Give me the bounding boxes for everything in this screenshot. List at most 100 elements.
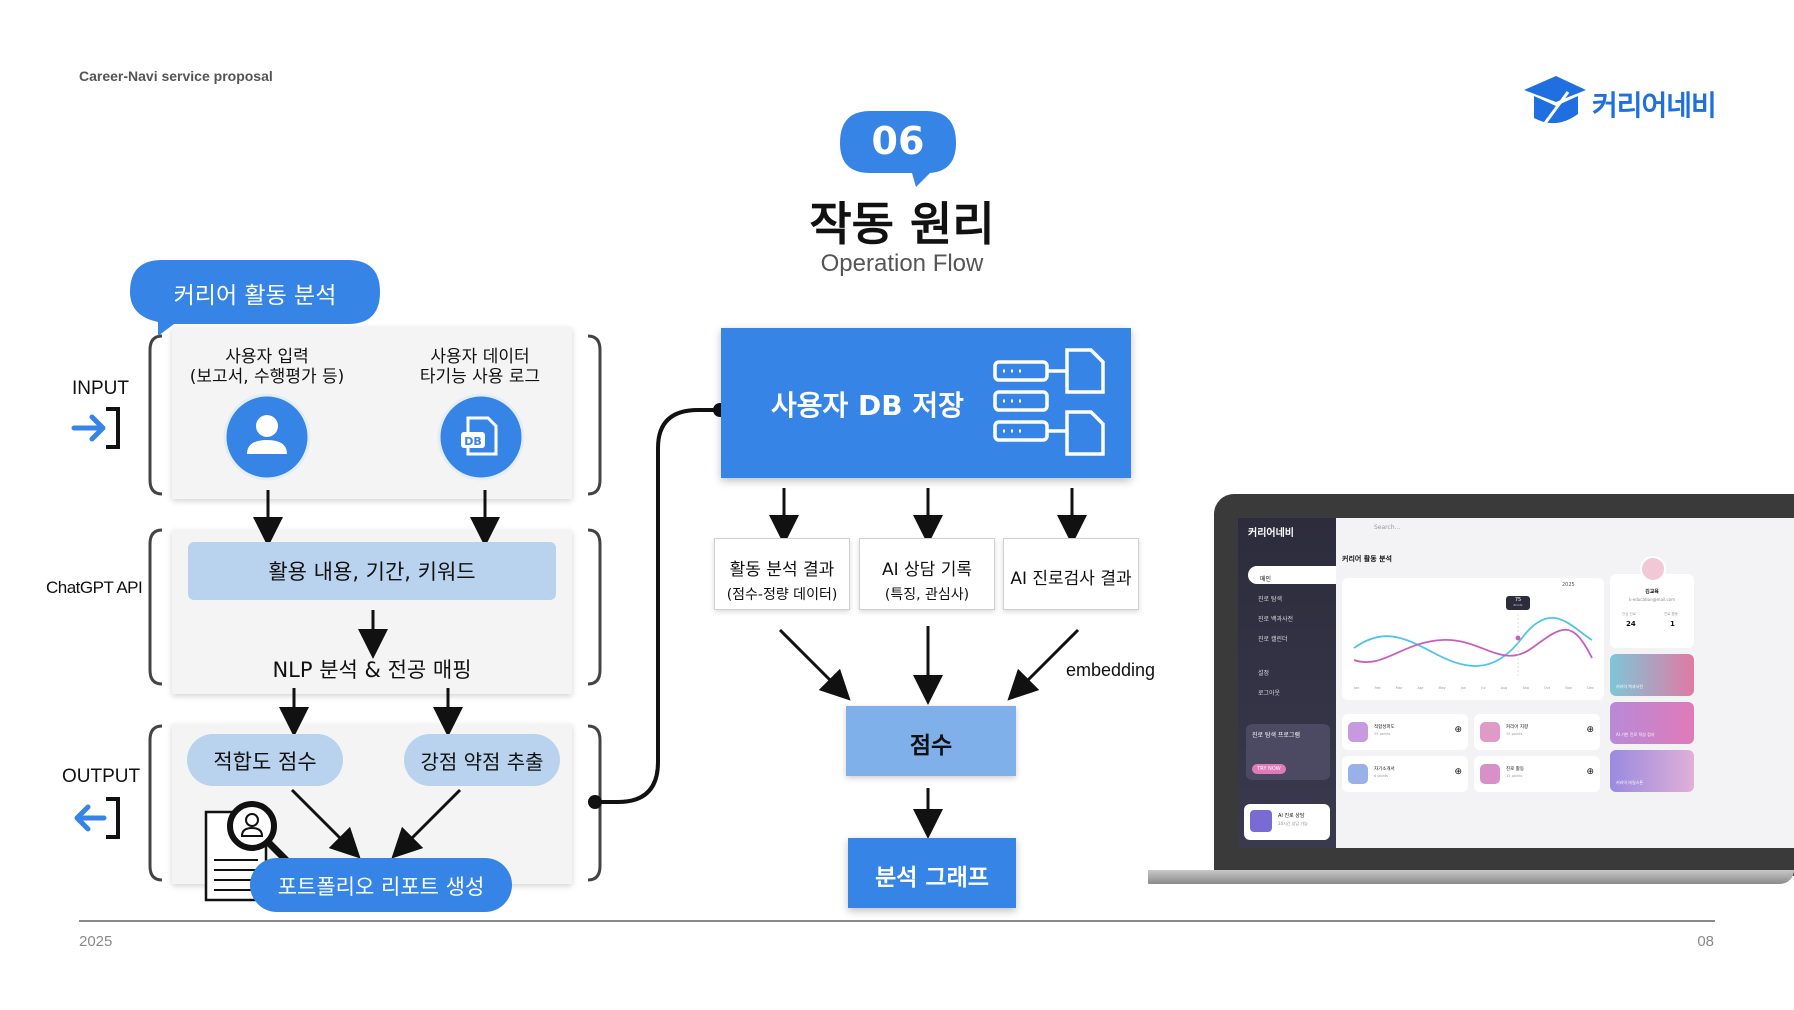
graph-box: 분석 그래프 <box>848 838 1016 908</box>
feature-card-2-label: AI 기반 진로 적성 검사 <box>1616 732 1655 737</box>
user-data-line2: 타기능 사용 로그 <box>419 366 541 387</box>
card-2-title: 커리어 지향 <box>1506 725 1529 730</box>
score-card-2[interactable]: 커리어 지향 15 points ⊕ <box>1474 714 1600 750</box>
month-tick: Oct <box>1544 686 1551 690</box>
score-card-3[interactable]: 자기소개서 8 points ⊕ <box>1342 756 1468 792</box>
promo-button[interactable]: TRY NOW <box>1252 764 1286 774</box>
chart-year[interactable]: 2025 <box>1562 582 1575 588</box>
sidebar-item-encyclopedia[interactable]: 진로 백과사전 <box>1258 616 1294 623</box>
add-circle-icon[interactable]: ⊕ <box>1586 767 1594 777</box>
laptop-base <box>1148 870 1794 884</box>
login-arrow-icon <box>71 407 120 449</box>
user-data-line1: 사용자 데이터 <box>430 347 530 367</box>
input-label: INPUT <box>72 378 129 399</box>
footer-year: 2025 <box>79 933 113 950</box>
month-tick: Jul <box>1481 686 1486 690</box>
db-save-box: 사용자 DB 저장 <box>721 328 1131 478</box>
score-box: 점수 <box>846 706 1016 776</box>
add-circle-icon[interactable]: ⊕ <box>1454 767 1462 777</box>
add-circle-icon[interactable]: ⊕ <box>1454 725 1462 735</box>
result-box-activity: 활동 분석 결과 (점수-정량 데이터) <box>714 538 850 610</box>
feature-card-aptitude[interactable]: AI 기반 진로 적성 검사 <box>1610 702 1694 744</box>
sidebar-item-main: 메인 <box>1260 576 1272 583</box>
chart-title: 커리어 활동 분석 <box>1342 555 1392 563</box>
result-counsel-line2: (특징, 관심사) <box>884 587 970 603</box>
logo-text: 커리어네비 <box>1592 89 1717 122</box>
feature-card-1-label: 커리어 백과사전 <box>1616 684 1644 689</box>
brand-logo: 커리어네비 <box>1520 70 1720 130</box>
month-tick: Nov <box>1565 686 1573 690</box>
feature-card-encyclopedia[interactable]: 커리어 백과사전 <box>1610 654 1694 696</box>
extract-label: 활용 내용, 기간, 키워드 <box>268 560 476 584</box>
user-input-line1: 사용자 입력 <box>225 347 309 367</box>
month-tick: Dec <box>1587 686 1594 690</box>
strength-pill: 강점 약점 추출 <box>404 734 560 786</box>
promo-card: 진로 탐색 프로그램 TRY NOW <box>1246 724 1330 780</box>
profile-footer-name: AI 진로 상담 <box>1278 813 1305 819</box>
card-3-title: 자기소개서 <box>1374 767 1395 772</box>
page-subtitle: Operation Flow <box>820 250 984 277</box>
proposal-header: Career-Navi service proposal <box>79 68 273 84</box>
graph-label: 분석 그래프 <box>875 865 989 891</box>
feature-card-3-label: 커리어 마일스톤 <box>1616 780 1644 785</box>
month-tick: Feb <box>1374 686 1381 690</box>
sidebar-item-logout[interactable]: 로그아웃 <box>1258 690 1281 697</box>
report-pill: 포트폴리오 리포트 생성 <box>250 858 512 912</box>
laptop-mockup: 커리어네비 메인 진로 탐색 진로 백과사전 진로 캘린더 설정 로그아웃 진로… <box>1148 494 1794 890</box>
svg-text:DB: DB <box>464 435 482 448</box>
activity-line-chart <box>1353 596 1593 678</box>
card-4-sub: 11 points <box>1506 774 1523 778</box>
db-save-label: 사용자 DB 저장 <box>771 389 964 422</box>
sidebar-item-explore[interactable]: 진로 탐색 <box>1258 596 1282 603</box>
score-card-4[interactable]: 진로 활동 11 points ⊕ <box>1474 756 1600 792</box>
user-icon <box>223 393 311 481</box>
month-tick: Jan <box>1354 686 1360 690</box>
sidebar-item-calendar[interactable]: 진로 캘린더 <box>1258 636 1288 643</box>
search-input[interactable]: Search... <box>1374 524 1401 531</box>
footer-divider <box>79 920 1715 922</box>
card-icon <box>1348 764 1368 784</box>
user-profile-card: 김교육 k-education@mail.com 관심 진로 24 진로 활동 … <box>1610 556 1694 648</box>
career-analysis-tag-label: 커리어 활동 분석 <box>173 283 337 309</box>
chart-tooltip-value: 75 <box>1514 597 1522 603</box>
score-label: 점수 <box>909 733 953 759</box>
embedding-label: embedding <box>1066 660 1156 680</box>
user-name: 김교육 <box>1645 589 1659 595</box>
card-icon <box>1480 764 1500 784</box>
result-box-test: AI 진로검사 결과 <box>1003 538 1139 610</box>
user-email: k-education@mail.com <box>1629 597 1675 602</box>
stat1-value: 24 <box>1626 620 1636 628</box>
nlp-label: NLP 분석 & 전공 매핑 <box>272 658 472 682</box>
add-circle-icon[interactable]: ⊕ <box>1586 725 1594 735</box>
left-flow-arrows <box>253 490 500 859</box>
promo-title: 진로 탐색 프로그램 <box>1252 732 1300 739</box>
user-input-line2: (보고서, 수행평가 등) <box>189 366 345 387</box>
profile-footer-desc: 24시간 상담 가능 <box>1278 821 1308 826</box>
feature-card-milestone[interactable]: 커리어 마일스톤 <box>1610 750 1694 792</box>
sidebar-item-settings[interactable]: 설정 <box>1258 670 1270 677</box>
graduation-cap-pen-icon <box>1524 76 1586 125</box>
card-1-sub: 25 points <box>1374 732 1391 736</box>
right-flow-arrows <box>769 488 1087 839</box>
app-logo: 커리어네비 <box>1248 528 1294 539</box>
avatar <box>1250 810 1272 832</box>
score-card-1[interactable]: 적합성파도 25 points ⊕ <box>1342 714 1468 750</box>
section-number-badge: 06 <box>840 111 956 187</box>
chart-tooltip-unit: Points <box>1513 603 1523 607</box>
user-avatar <box>1640 556 1666 582</box>
stat2-label: 진로 활동 <box>1664 612 1678 616</box>
page-number: 08 <box>1697 933 1714 950</box>
card-icon <box>1480 722 1500 742</box>
result-activity-line2: (점수-정량 데이터) <box>726 587 838 603</box>
logout-arrow-icon <box>74 797 120 839</box>
section-number: 06 <box>871 119 925 163</box>
card-2-sub: 15 points <box>1506 732 1523 736</box>
result-box-counsel: AI 상담 기록 (특징, 관심사) <box>859 538 995 610</box>
card-3-sub: 8 points <box>1374 774 1389 778</box>
sidebar-item-active[interactable]: 메인 <box>1248 566 1336 584</box>
month-tick: May <box>1438 686 1446 690</box>
sidebar-profile-card[interactable]: AI 진로 상담 24시간 상담 가능 <box>1244 804 1330 840</box>
chatgpt-api-label: ChatGPT API <box>46 578 143 597</box>
